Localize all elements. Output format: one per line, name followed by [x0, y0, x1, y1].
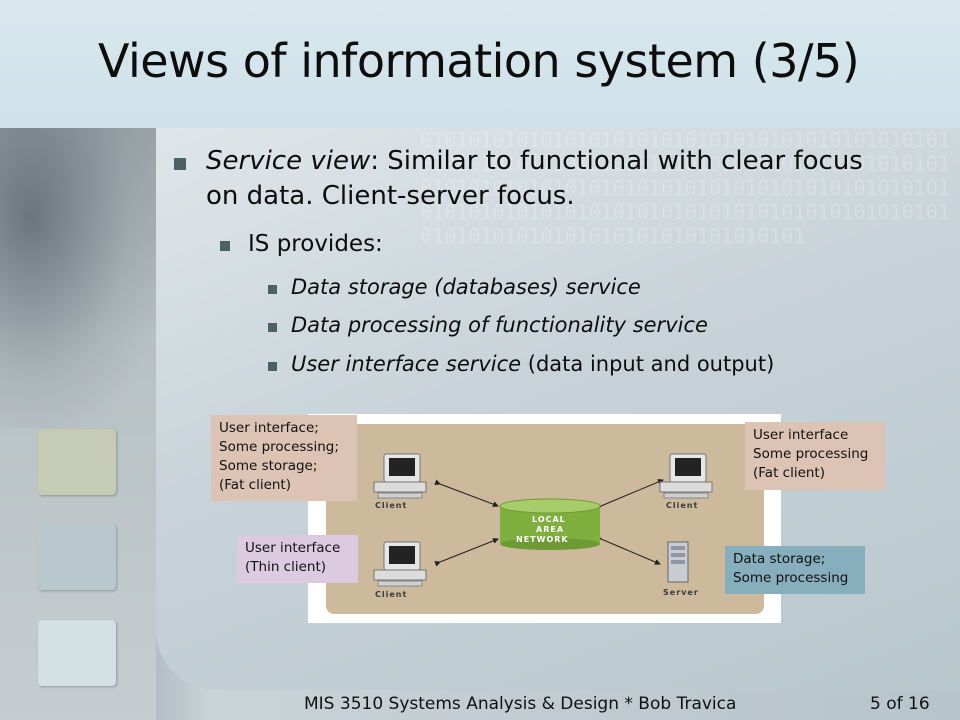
node-label-client-top-left: Client — [375, 501, 408, 510]
diagram-graphics — [373, 453, 713, 587]
bullet-square-icon — [268, 362, 277, 371]
client-computer-icon-top-right — [659, 453, 713, 499]
callout-line: (Fat client) — [753, 465, 825, 481]
client-computer-icon-bottom-left — [373, 541, 427, 587]
callout-fat-client-left: User interface; Some processing; Some st… — [211, 415, 357, 501]
bullet-service-view-label: Service view — [206, 146, 371, 176]
bullet-is-provides: IS provides: — [248, 231, 383, 257]
node-label-client-top-right: Client — [666, 501, 699, 510]
bullet-square-icon — [268, 285, 277, 294]
node-label-server: Server — [663, 588, 699, 597]
callout-line: User interface; — [219, 420, 319, 436]
bullet-service-view-line2: on data. Client-server focus. — [206, 181, 575, 211]
callout-server: Data storage; Some processing — [725, 546, 865, 594]
network-label-line3: NETWORK — [516, 535, 569, 544]
decorative-tile-2 — [38, 524, 116, 590]
callout-line: (Fat client) — [219, 477, 291, 493]
bullet-list: Service view: Similar to functional with… — [174, 146, 863, 376]
callout-line: Some processing — [753, 446, 869, 462]
decorative-tile-1 — [38, 429, 116, 495]
node-label-client-bottom-left: Client — [375, 590, 408, 599]
callout-line: Some processing — [733, 570, 849, 586]
client-server-diagram: Client Client Client Server LOCAL AREA N… — [308, 414, 781, 623]
title-band — [0, 0, 960, 128]
bullet-user-interface-label: User interface service — [291, 352, 522, 376]
network-cylinder-icon — [499, 498, 601, 550]
bullet-data-processing: Data processing of functionality service — [291, 313, 708, 337]
connection-arrows — [434, 479, 664, 567]
bullet-user-interface-text: (data input and output) — [521, 352, 775, 376]
bullet-square-icon — [174, 158, 186, 170]
footer-page-number: 5 of 16 — [870, 694, 930, 714]
network-label-line1: LOCAL — [532, 515, 566, 524]
network-label-line2: AREA — [536, 525, 565, 534]
callout-line: User interface — [245, 540, 341, 556]
bullet-square-icon — [268, 323, 277, 332]
bullet-user-interface: User interface service (data input and o… — [291, 352, 774, 376]
binary-background-pattern: 0101010101010101010101010101010101010101… — [420, 128, 950, 248]
bullet-service-view-text: : Similar to functional with clear focus — [370, 146, 863, 176]
footer-course-text: MIS 3510 Systems Analysis & Design * Bob… — [304, 694, 737, 714]
callout-fat-client-right: User interface Some processing (Fat clie… — [745, 422, 885, 490]
bullet-square-icon — [220, 241, 230, 251]
callout-line: Data storage; — [733, 551, 826, 567]
slide-title: Views of information system (3/5) — [98, 34, 860, 88]
decorative-tile-3 — [38, 620, 116, 686]
callout-line: Some processing; — [219, 439, 339, 455]
callout-line: (Thin client) — [245, 559, 327, 575]
callout-thin-client: User interface (Thin client) — [237, 535, 358, 583]
bullet-service-view: Service view: Similar to functional with… — [206, 146, 863, 176]
server-tower-icon — [667, 541, 689, 583]
bullet-data-storage: Data storage (databases) service — [291, 275, 641, 299]
callout-line: Some storage; — [219, 458, 318, 474]
callout-line: User interface — [753, 427, 849, 443]
client-computer-icon-top-left — [373, 453, 427, 499]
